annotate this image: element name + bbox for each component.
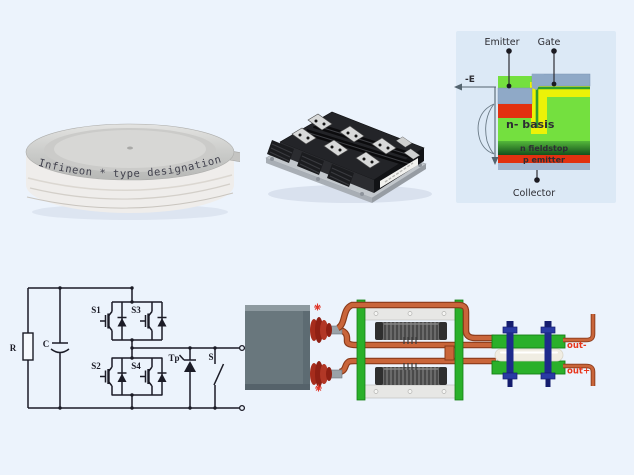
semiconductor-stack (497, 73, 591, 170)
module-nameplate (380, 158, 418, 188)
s4-label: S4 (131, 361, 141, 371)
resistor-symbol (22, 332, 34, 361)
igbt-s3 (138, 300, 168, 342)
terminal-bottom (238, 404, 246, 412)
emitter-metal-left (497, 87, 533, 105)
s2-label: S2 (91, 361, 101, 371)
top-flange (25, 123, 235, 181)
press-pack-photo: Infineon * type designation (25, 123, 240, 220)
bushing-top (310, 317, 343, 343)
pcb-upright-left (356, 299, 366, 401)
r-label: R (10, 343, 17, 353)
module-terminal-pads (291, 113, 421, 169)
mounting-plate-top (363, 306, 457, 321)
emitter-label: Emitter (484, 37, 519, 48)
minus-e-annotation: -E (454, 75, 499, 165)
capacitor-symbol (50, 288, 70, 408)
clamp-bolt-left (502, 321, 518, 387)
p-emitter-layer (498, 155, 590, 163)
inductor-bottom (375, 363, 447, 385)
igbt-module-photo (265, 111, 432, 203)
p-well-region (498, 104, 532, 118)
gate-label: Gate (538, 37, 561, 48)
n-basis-label: n- basis (506, 118, 555, 131)
terminal-top (238, 344, 246, 352)
switch-s-symbol (213, 348, 225, 408)
capacitor-bank-box (245, 305, 310, 390)
igbt-s1 (98, 300, 128, 342)
bushing-bottom (310, 361, 343, 387)
gate-oxide-layer (530, 82, 590, 134)
thyristor-tp-symbol (178, 348, 196, 408)
hbridge-schematic (22, 286, 246, 412)
tp-label: Tp (168, 353, 179, 363)
copper-mid-busbars (338, 326, 496, 376)
s-label: S (208, 352, 213, 362)
mounting-plate-bottom (363, 384, 457, 399)
output-busbar-top (491, 334, 566, 349)
out-plus-wire (563, 363, 596, 386)
c-label: C (43, 339, 50, 349)
emitter-pointer (506, 48, 512, 89)
junction-dots (58, 286, 217, 410)
out-minus-wire (563, 314, 596, 343)
emitter-metal-step (532, 74, 544, 90)
converter-figure: R C S1 S3 S2 S4 Tp S (10, 286, 596, 412)
p-emitter-label: p emitter (523, 156, 565, 165)
module-terminal-fins (267, 140, 354, 187)
pcb-upright-right (454, 299, 464, 401)
gate-poly-electrode (535, 86, 590, 128)
insulator-cylinder (494, 348, 564, 362)
n-fieldstop-label: n fieldstop (520, 144, 568, 153)
inductor-top (375, 322, 447, 344)
out-minus-label: out- (567, 341, 587, 351)
out-plus-label: out+ (567, 367, 590, 377)
clamp-bolt-right (540, 321, 556, 387)
n-fieldstop-layer (498, 141, 590, 155)
igbt-cross-section-diagram: n- basis n fieldstop p emitter Emitter G… (454, 31, 616, 203)
collector-pointer (534, 170, 540, 183)
gate-pointer (551, 48, 557, 87)
copper-top-rail (336, 301, 494, 342)
s1-label: S1 (91, 305, 101, 315)
igbt-s4 (138, 356, 168, 397)
igbt-s2 (98, 356, 128, 397)
module-center-rails (305, 122, 417, 167)
field-profile-curve (477, 103, 495, 155)
collector-label: Collector (513, 188, 555, 199)
minus-e-label: -E (465, 75, 475, 85)
collector-metal-layer (498, 163, 590, 170)
center-pole-mark (127, 146, 133, 150)
polarity-marks (314, 303, 322, 392)
output-busbar-bottom (491, 360, 566, 375)
s3-label: S3 (131, 305, 141, 315)
output-clamp-assembly: out- out+ (491, 314, 596, 387)
